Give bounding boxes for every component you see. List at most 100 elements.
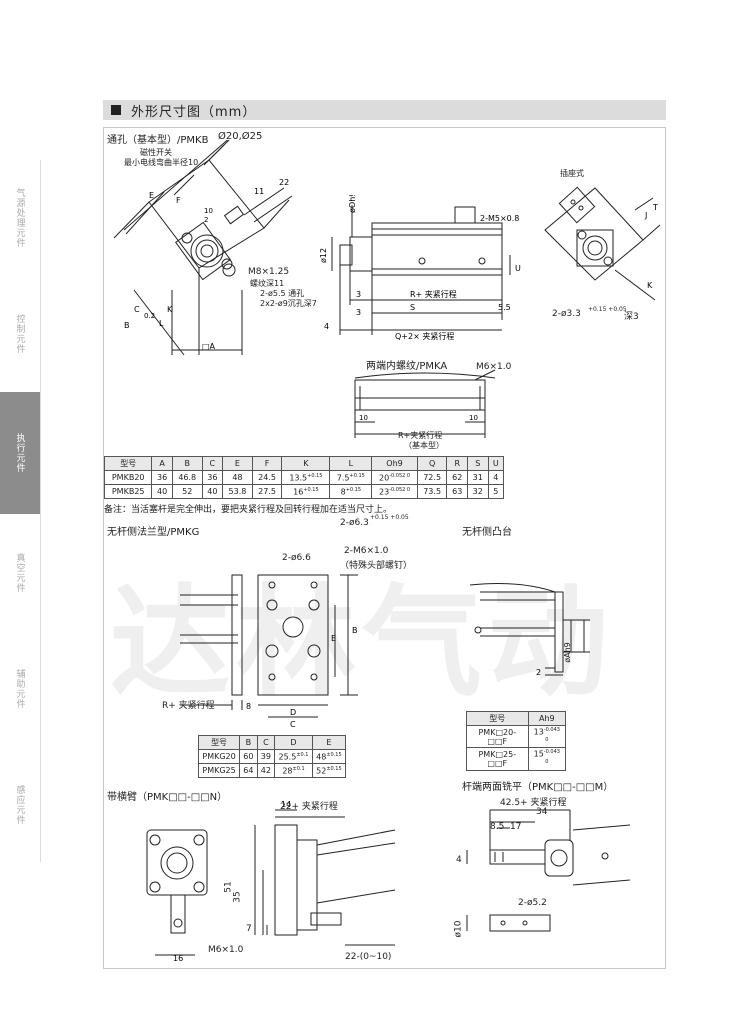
cell-value: 16 <box>293 487 304 497</box>
sec2-title: 无杆侧法兰型/PMKG <box>107 527 200 538</box>
cell: 39 <box>256 749 276 764</box>
cell-value: 15 <box>533 749 544 759</box>
label-10: 10 <box>204 207 213 215</box>
label-B: B <box>124 321 130 330</box>
side-tab-2[interactable]: 执行元件 <box>0 392 40 514</box>
side-tab-1[interactable]: 控制元件 <box>0 276 40 392</box>
flat-d425: 42.5+ 夹紧行程 <box>500 798 567 808</box>
cell: 42 <box>256 763 276 778</box>
sec2-m6: 2-M6×1.0 <box>344 546 389 556</box>
th-Ah9: Ah9 <box>527 711 567 726</box>
label-plug-type: 插座式 <box>560 169 584 178</box>
sec5-title: 杆端两面铣平（PMK□□-□□M） <box>462 782 614 793</box>
side-tab-4[interactable]: 辅助元件 <box>0 631 40 747</box>
cell: 25.5±0.1 <box>274 749 313 764</box>
cell: 72.5 <box>416 470 448 485</box>
label-55: 5.5 <box>498 303 511 312</box>
sec2-h66: 2-ø6.6 <box>282 553 311 563</box>
cell: 53.8 <box>222 484 253 499</box>
cell: 40 <box>151 484 173 499</box>
label-2: 2 <box>204 216 208 224</box>
pmka-basic-label: （基本型） <box>404 441 444 450</box>
cell: 5 <box>487 484 505 499</box>
sec1-side-view: øOh9 ø12 2-M5×0.8 U R+ 夹紧行程 S 3 3 5.5 4 … <box>319 195 521 341</box>
label-R: R+ 夹紧行程 <box>410 289 457 299</box>
sec1-right-view: J T K <box>544 186 661 301</box>
th-B: B <box>239 735 258 750</box>
cell-value: 23 <box>379 487 390 497</box>
side-tab-label: 辅助元件 <box>14 668 25 709</box>
arm-d35: 35 <box>232 891 243 903</box>
cell: PMK□25-□□F <box>466 747 529 771</box>
cell-value: 13.5 <box>289 473 308 483</box>
table-header-row: 型号 B C D E <box>197 735 347 750</box>
th-E: E <box>311 735 347 750</box>
cell: 36 <box>151 470 173 485</box>
side-tab-label: 感应元件 <box>14 784 25 825</box>
th-U: U <box>487 456 505 471</box>
label-3a: 3 <box>356 290 361 299</box>
cell: 13-0.043 0 <box>527 724 567 749</box>
pmka-10a: 10 <box>359 414 368 422</box>
label-A: □A <box>202 342 216 351</box>
pmkg-B: B <box>352 626 358 635</box>
pmkg-C: C <box>290 720 296 729</box>
cell: 20-0.052 0 <box>371 470 418 485</box>
cell: 7.5+0.15 <box>329 470 373 485</box>
th-D: D <box>274 735 313 750</box>
side-tab-5[interactable]: 感应元件 <box>0 747 40 863</box>
tolerance: -0.043 0 <box>543 749 560 765</box>
label-E: E <box>149 191 154 200</box>
flat-drawing <box>466 809 631 932</box>
spec-table-pmkg: 型号 B C D E PMKG20 60 39 25.5±0.1 48±0.15… <box>197 735 347 778</box>
pmka-drawing: 10 10 <box>354 369 496 438</box>
th-E: E <box>222 456 253 471</box>
bullet-square-icon <box>111 105 121 115</box>
pmkg-drawing: E B D C 8 <box>180 574 358 729</box>
sec4-title: 带横臂（PMK□□-□□N） <box>107 792 228 803</box>
label-K: K <box>167 305 173 314</box>
arm-d22: 22+ 夹紧行程 <box>280 802 338 812</box>
tolerance: -0.043 0 <box>543 727 560 743</box>
label-d12: ø12 <box>319 248 328 263</box>
arm-d16: 16 <box>173 954 183 963</box>
cell: 46.8 <box>171 470 203 485</box>
side-tab-0[interactable]: 气源处理元件 <box>0 160 40 276</box>
tolerance: +0.15 <box>345 486 362 493</box>
pmka-title: 两端内螺纹/PMKA <box>366 361 448 372</box>
tolerance: ±0.1 <box>292 765 305 772</box>
th-C: C <box>201 456 224 471</box>
label-magnet-switch: 磁性开关 <box>140 148 172 157</box>
label-tol33: +0.15 +0.05 <box>588 306 627 313</box>
sec2-tol63: +0.15 +0.05 <box>370 514 409 521</box>
label-S: S <box>410 303 415 312</box>
label-C: C <box>134 305 140 314</box>
note-text: 备注：当活塞杆是完全伸出，要把夹紧行程及回转行程加在适当尺寸上。 <box>104 505 393 515</box>
label-F: F <box>176 196 181 205</box>
label-3b: 3 <box>356 308 361 317</box>
cell: 15-0.043 0 <box>527 747 567 771</box>
cell: PMK□20-□□F <box>466 724 529 749</box>
cell: 27.5 <box>251 484 283 499</box>
arm-d7: 7 <box>246 924 252 934</box>
sec1-title: 通孔（基本型）/PMKB <box>107 135 209 146</box>
th-model: 型号 <box>103 456 153 471</box>
cell: 52±0.15 <box>311 763 347 778</box>
boss-drawing: 2 <box>469 583 590 677</box>
side-tab-label: 执行元件 <box>14 433 25 473</box>
cell: 32 <box>466 484 489 499</box>
boss-ah9: øAh9 <box>562 642 572 663</box>
flat-h52: 2-ø5.2 <box>518 898 547 908</box>
label-counterbore: 2x2-ø9沉孔深7 <box>260 299 317 308</box>
th-S: S <box>466 456 489 471</box>
spec-table-pmkb: 型号 A B C E F K L Oh9 Q R S U PMKB20 36 4… <box>103 456 505 499</box>
label-L: L <box>159 319 164 328</box>
side-tab-3[interactable]: 真空元件 <box>0 515 40 631</box>
table-header-row: 型号 A B C E F K L Oh9 Q R S U <box>103 456 505 471</box>
label-J: J <box>644 211 647 220</box>
pmka-m6: M6×1.0 <box>476 362 512 372</box>
drawing-panel <box>103 127 666 969</box>
table-row: PMKG25 64 42 28±0.1 52±0.15 <box>197 763 347 778</box>
pmkg-8: 8 <box>246 702 251 711</box>
cell: 73.5 <box>416 484 448 499</box>
